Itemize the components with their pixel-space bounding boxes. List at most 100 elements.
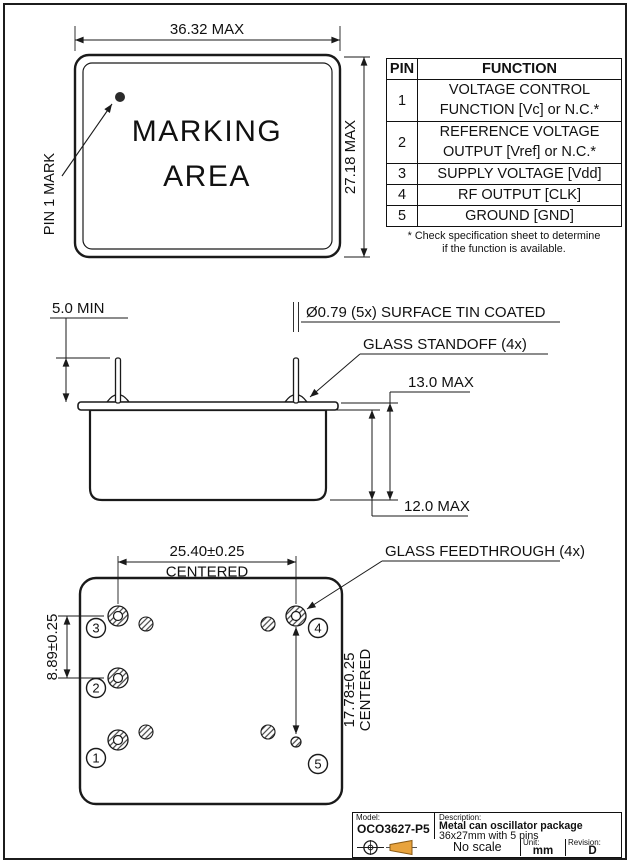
pin-pitch-dimension-label: 8.89±0.25 <box>44 614 61 681</box>
pin-number: 1 <box>386 79 418 122</box>
glass-feedthrough-pin-2 <box>107 667 129 689</box>
body-height-dimension-label: 12.0 MAX <box>404 498 470 515</box>
package-body-outline <box>88 408 328 502</box>
function-line: REFERENCE VOLTAGE <box>439 124 600 140</box>
scale-note: No scale <box>453 840 502 854</box>
drawing-border <box>3 3 627 860</box>
pin-number: 2 <box>386 121 418 164</box>
pin-function: REFERENCE VOLTAGE OUTPUT [Vref] or N.C.* <box>417 121 622 164</box>
pin-left <box>114 357 122 404</box>
unit-label: Unit: <box>523 839 540 847</box>
glass-feedthrough-pin-1 <box>107 729 129 751</box>
pin-balloon-3-label: 3 <box>92 621 99 636</box>
pin-function: VOLTAGE CONTROL FUNCTION [Vc] or N.C.* <box>417 79 622 122</box>
pin-function-table: PIN FUNCTION 1 VOLTAGE CONTROL FUNCTION … <box>386 58 622 227</box>
table-footnote: * Check specification sheet to determine… <box>384 230 624 256</box>
top-view <box>61 26 370 259</box>
function-line: FUNCTION [Vc] or N.C.* <box>439 101 600 118</box>
pin1-mark-dot <box>115 92 125 102</box>
pin-number: 3 <box>386 163 418 185</box>
table-row-pin2: 2 REFERENCE VOLTAGE OUTPUT [Vref] or N.C… <box>386 121 622 164</box>
pin-balloon-5 <box>307 753 329 775</box>
pin-diameter-callout-label: Ø0.79 (5x) SURFACE TIN COATED <box>306 304 546 321</box>
pin1-mark-label: PIN 1 MARK <box>42 153 58 236</box>
flange-outline <box>77 401 339 411</box>
pin-function: SUPPLY VOLTAGE [Vdd] <box>417 163 622 185</box>
revision-cell: Revision: D <box>565 839 619 856</box>
pin-length-dimension <box>50 317 128 403</box>
model-label: Model: <box>356 813 381 822</box>
pin-right <box>292 357 300 404</box>
table-header-row: PIN FUNCTION <box>386 58 622 80</box>
title-block: Model: OCO3627-P5 Description: Metal can… <box>352 812 622 858</box>
pin-balloon-2-label: 2 <box>92 681 99 696</box>
projection-symbol <box>357 839 417 856</box>
pin-balloon-4-label: 4 <box>314 621 321 636</box>
glass-feedthrough-pin-3 <box>107 605 129 627</box>
model-value: OCO3627-P5 <box>357 822 430 836</box>
feedthrough-callout-lines <box>306 560 560 610</box>
unit-cell: Unit: mm <box>520 839 565 856</box>
pin-length-dimension-label: 5.0 MIN <box>52 300 105 317</box>
standoff-circle <box>260 616 276 632</box>
total-height-dimension-label: 13.0 MAX <box>408 374 474 391</box>
pin-number: 4 <box>386 184 418 206</box>
pin-column-header: PIN <box>386 58 418 80</box>
standoff-circle <box>138 616 154 632</box>
table-row-pin1: 1 VOLTAGE CONTROL FUNCTION [Vc] or N.C.* <box>386 79 622 122</box>
function-line: VOLTAGE CONTROL <box>448 82 591 98</box>
height-dimension <box>344 56 370 258</box>
pin-span-dimension-label: 25.40±0.25 <box>170 543 245 560</box>
width-dimension-label: 36.32 MAX <box>170 21 244 38</box>
pin-balloon-4 <box>307 617 329 639</box>
unit-value: mm <box>532 845 554 856</box>
height-dimension-label: 27.18 MAX <box>342 120 359 194</box>
pin-balloon-3 <box>85 617 107 639</box>
revision-value: D <box>588 845 597 856</box>
body-height-dimension <box>329 409 468 517</box>
pin-number: 5 <box>386 205 418 227</box>
projection-cone-icon <box>389 839 413 856</box>
package-top-inner-outline <box>82 62 333 250</box>
feedthrough-callout-label: GLASS FEEDTHROUGH (4x) <box>385 543 585 560</box>
total-height-dimension <box>330 391 470 501</box>
table-row-pin4: 4 RF OUTPUT [CLK] <box>386 184 622 206</box>
standoff-callout-label: GLASS STANDOFF (4x) <box>363 336 527 353</box>
pin1-mark-leader <box>61 103 113 177</box>
pin-span-dimension <box>117 556 297 604</box>
pin-balloon-5-label: 5 <box>314 757 321 772</box>
pin-balloon-2 <box>85 677 107 699</box>
function-line: OUTPUT [Vref] or N.C.* <box>442 143 597 160</box>
pin-function: GROUND [GND] <box>417 205 622 227</box>
right-span-dimension-label: 17.78±0.25 <box>341 653 358 728</box>
glass-feedthrough-pin-4 <box>285 605 307 627</box>
pin-function: RF OUTPUT [CLK] <box>417 184 622 206</box>
marking-area-line1: MARKING <box>132 115 283 148</box>
marking-area-line2: AREA <box>163 160 251 193</box>
pin-balloon-1-label: 1 <box>92 751 99 766</box>
footnote-line1: * Check specification sheet to determine <box>407 230 601 242</box>
width-dimension <box>74 26 341 51</box>
pin-balloon-1 <box>85 747 107 769</box>
scale-cell: No scale <box>353 839 520 856</box>
description-line1: Metal can oscillator package <box>439 820 583 832</box>
description-cell: Description: Metal can oscillator packag… <box>435 813 621 840</box>
table-row-pin5: 5 GROUND [GND] <box>386 205 622 227</box>
standoff-callout-lines <box>309 353 548 398</box>
pin-diameter-callout-lines <box>293 302 560 332</box>
model-cell: Model: OCO3627-P5 <box>353 813 435 839</box>
revision-label: Revision: <box>568 839 601 847</box>
standoff-circle <box>138 724 154 740</box>
side-view <box>50 302 560 517</box>
pin-span-centered-label: CENTERED <box>166 564 249 581</box>
package-bottom-outline <box>78 576 344 806</box>
table-row-pin3: 3 SUPPLY VOLTAGE [Vdd] <box>386 163 622 185</box>
description-line2: 36x27mm with 5 pins <box>439 829 539 839</box>
pin-5-ground <box>290 736 302 748</box>
bottom-view <box>58 556 560 806</box>
right-span-centered-label: CENTERED <box>357 649 374 732</box>
function-column-header: FUNCTION <box>417 58 622 80</box>
description-label: Description: <box>439 813 482 822</box>
